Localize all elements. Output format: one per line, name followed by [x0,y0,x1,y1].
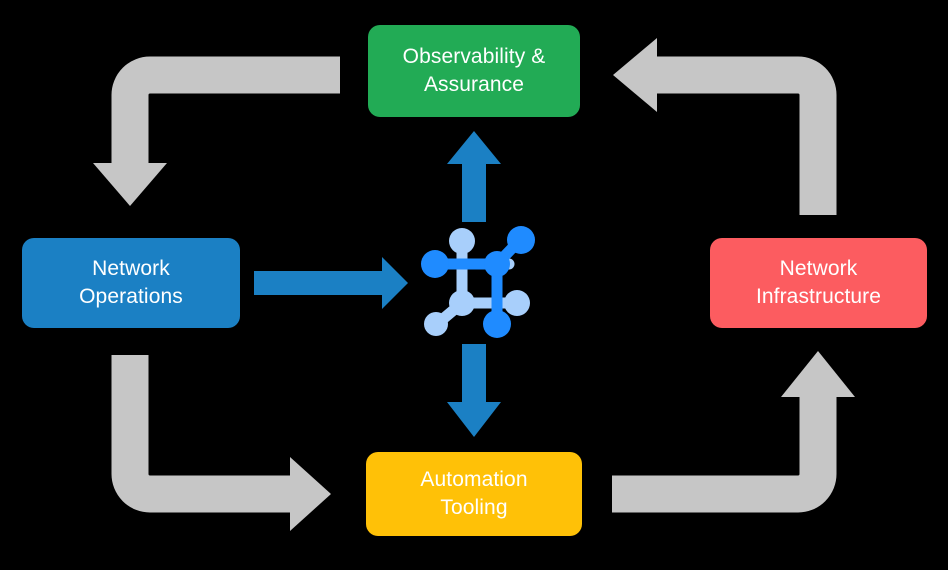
arrow-center-to-observability [447,131,501,222]
arrow-observability-to-ops-head [93,163,167,206]
icon-node-left-dark [421,250,449,278]
arrow-automation-to-infrastructure-head [781,351,855,397]
node-network-operations-label: Network Operations [79,257,183,308]
gray-arrows-group [93,38,855,531]
blue-arrows-group [254,131,501,437]
icon-node-bottomleft-light [449,290,475,316]
arrow-infrastructure-to-observability-path [655,56,837,215]
icon-node-center-dark [484,251,510,277]
node-automation-tooling-label: Automation Tooling [420,468,528,519]
arrow-center-to-automation-tooling [447,344,501,437]
node-observability-and-assurance[interactable]: Observability & Assurance [368,25,580,117]
icon-node-bottomleft-outer-light [424,312,448,336]
network-topology-icon [421,226,535,338]
arrow-ops-to-automation-head [290,457,331,531]
node-observability-label: Observability & Assurance [402,45,546,96]
node-network-infrastructure[interactable]: Network Infrastructure [710,238,927,328]
node-network-operations[interactable]: Network Operations [22,238,240,328]
arrow-ops-to-automation-path [111,355,292,513]
icon-node-bottom-dark [483,310,511,338]
arrow-automation-to-infrastructure-path [612,395,837,513]
icon-node-right-light [504,290,530,316]
node-network-infrastructure-label: Network Infrastructure [755,257,882,308]
icon-node-top-light [449,228,475,254]
arrow-infrastructure-to-observability-head [613,38,657,112]
arrow-observability-to-ops-path [111,56,340,170]
arrow-network-operations-to-center [254,257,408,309]
icon-node-topright-dark [507,226,535,254]
node-automation-tooling[interactable]: Automation Tooling [366,452,582,536]
